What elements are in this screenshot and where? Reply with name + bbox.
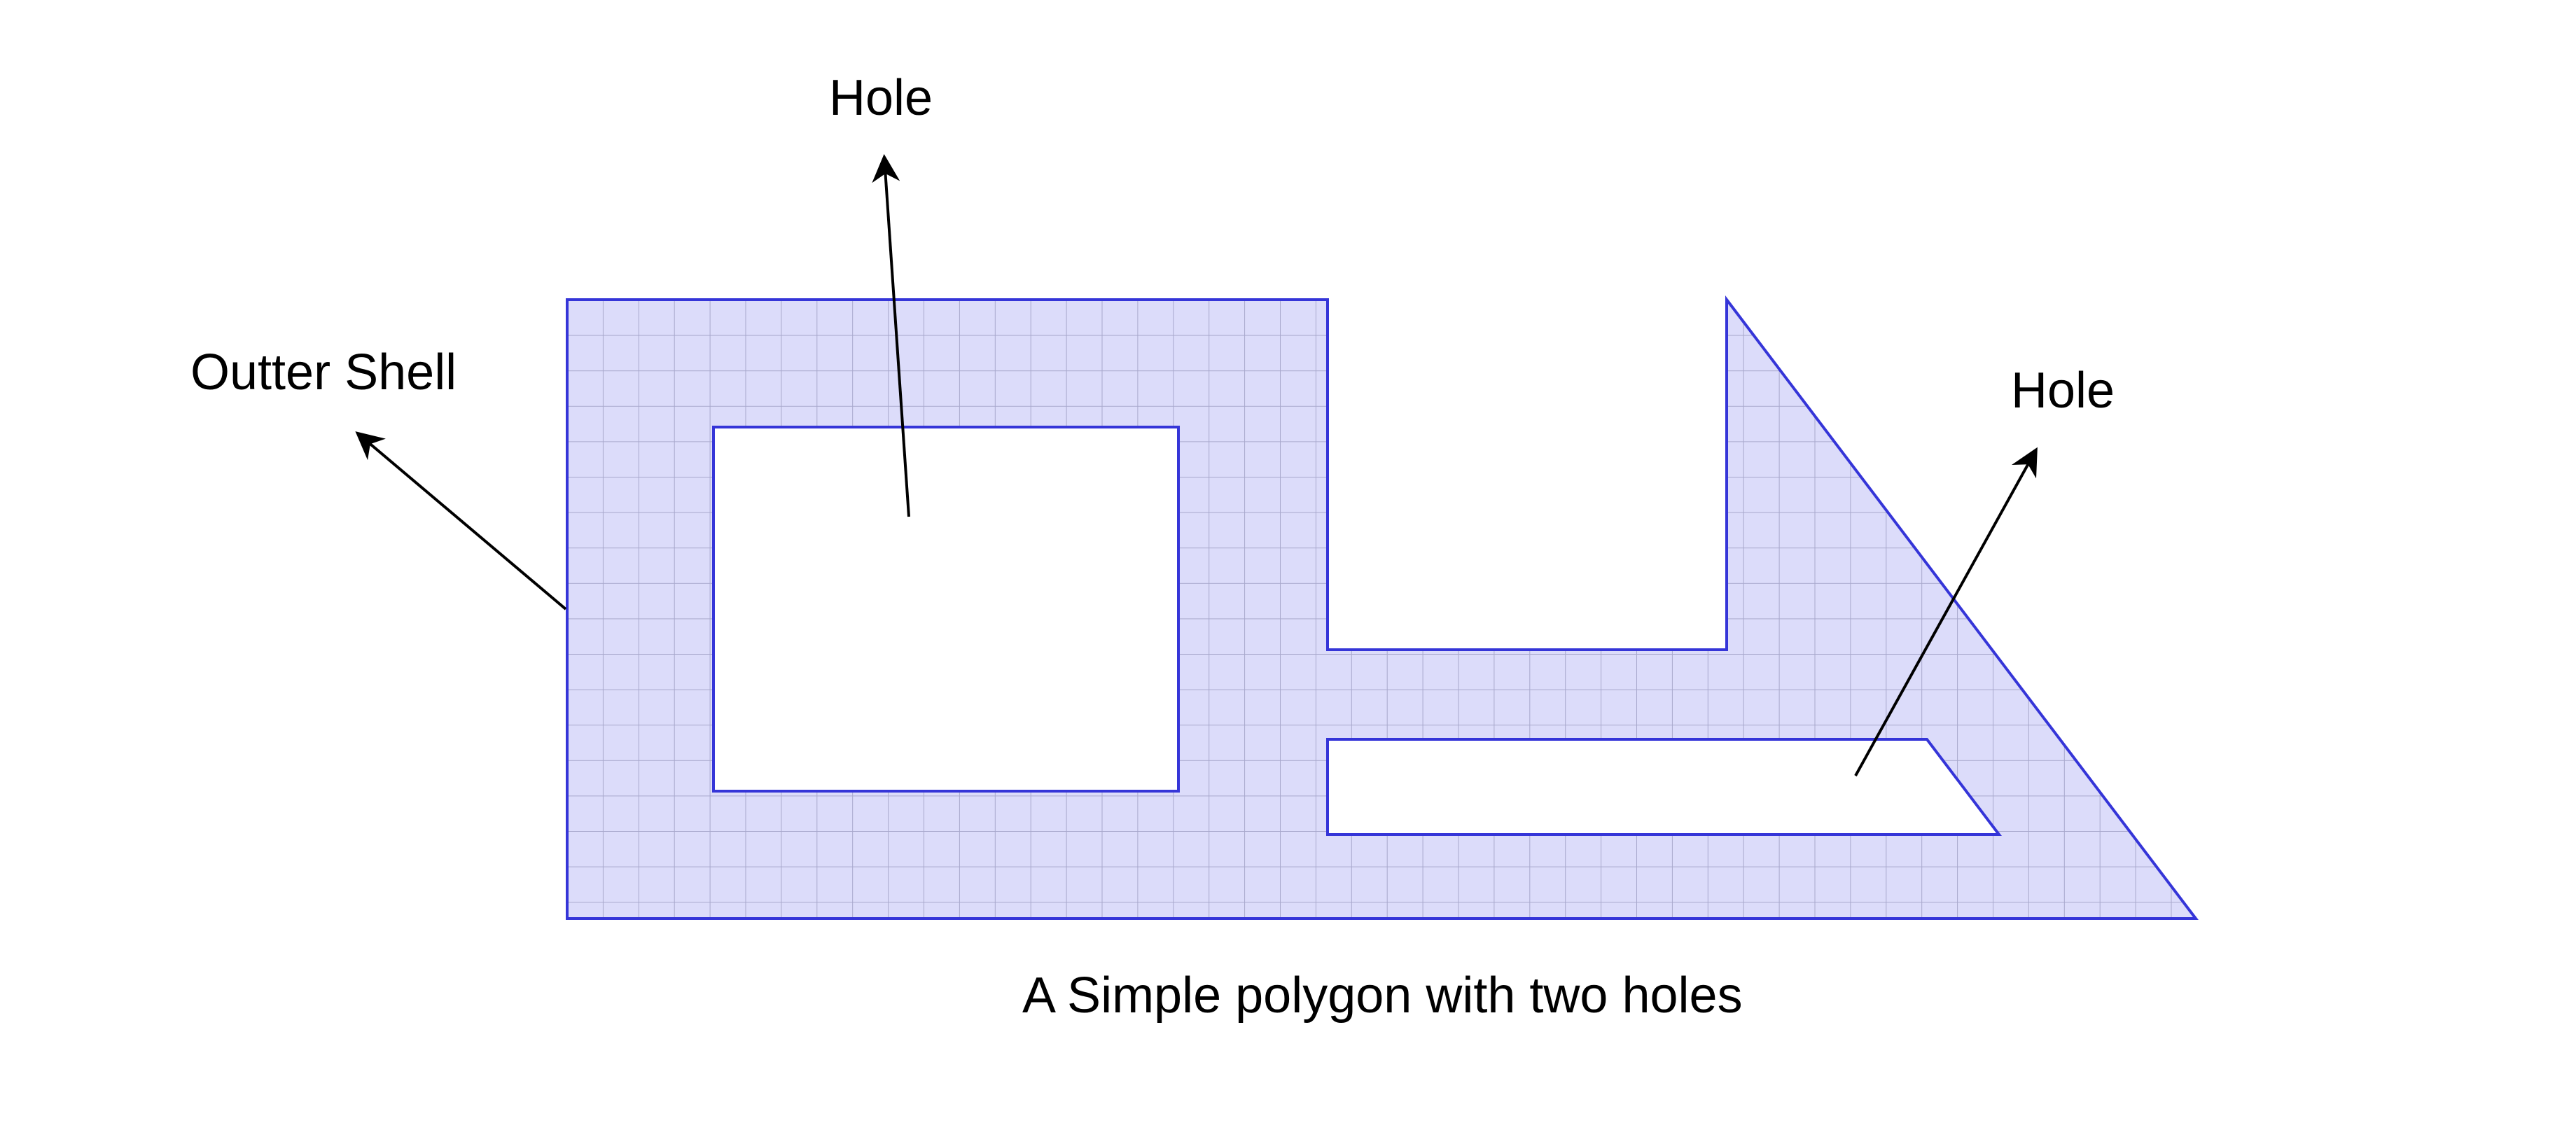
hole-right-arrow: [1854, 447, 2038, 776]
hole-top-arrow: [872, 154, 910, 517]
hole-right-label: Hole: [2011, 363, 2115, 419]
diagram-caption: A Simple polygon with two holes: [1022, 968, 1743, 1024]
outer-shell-grid: [567, 300, 2196, 919]
hole-rectangle: [712, 426, 1180, 793]
outer-shell-label: Outter Shell: [190, 344, 457, 400]
outer-shell-outline: [566, 295, 2199, 920]
hole-slot: [1326, 738, 2003, 836]
outer-shell-arrow: [355, 431, 567, 611]
hole-top-label: Hole: [829, 70, 933, 126]
